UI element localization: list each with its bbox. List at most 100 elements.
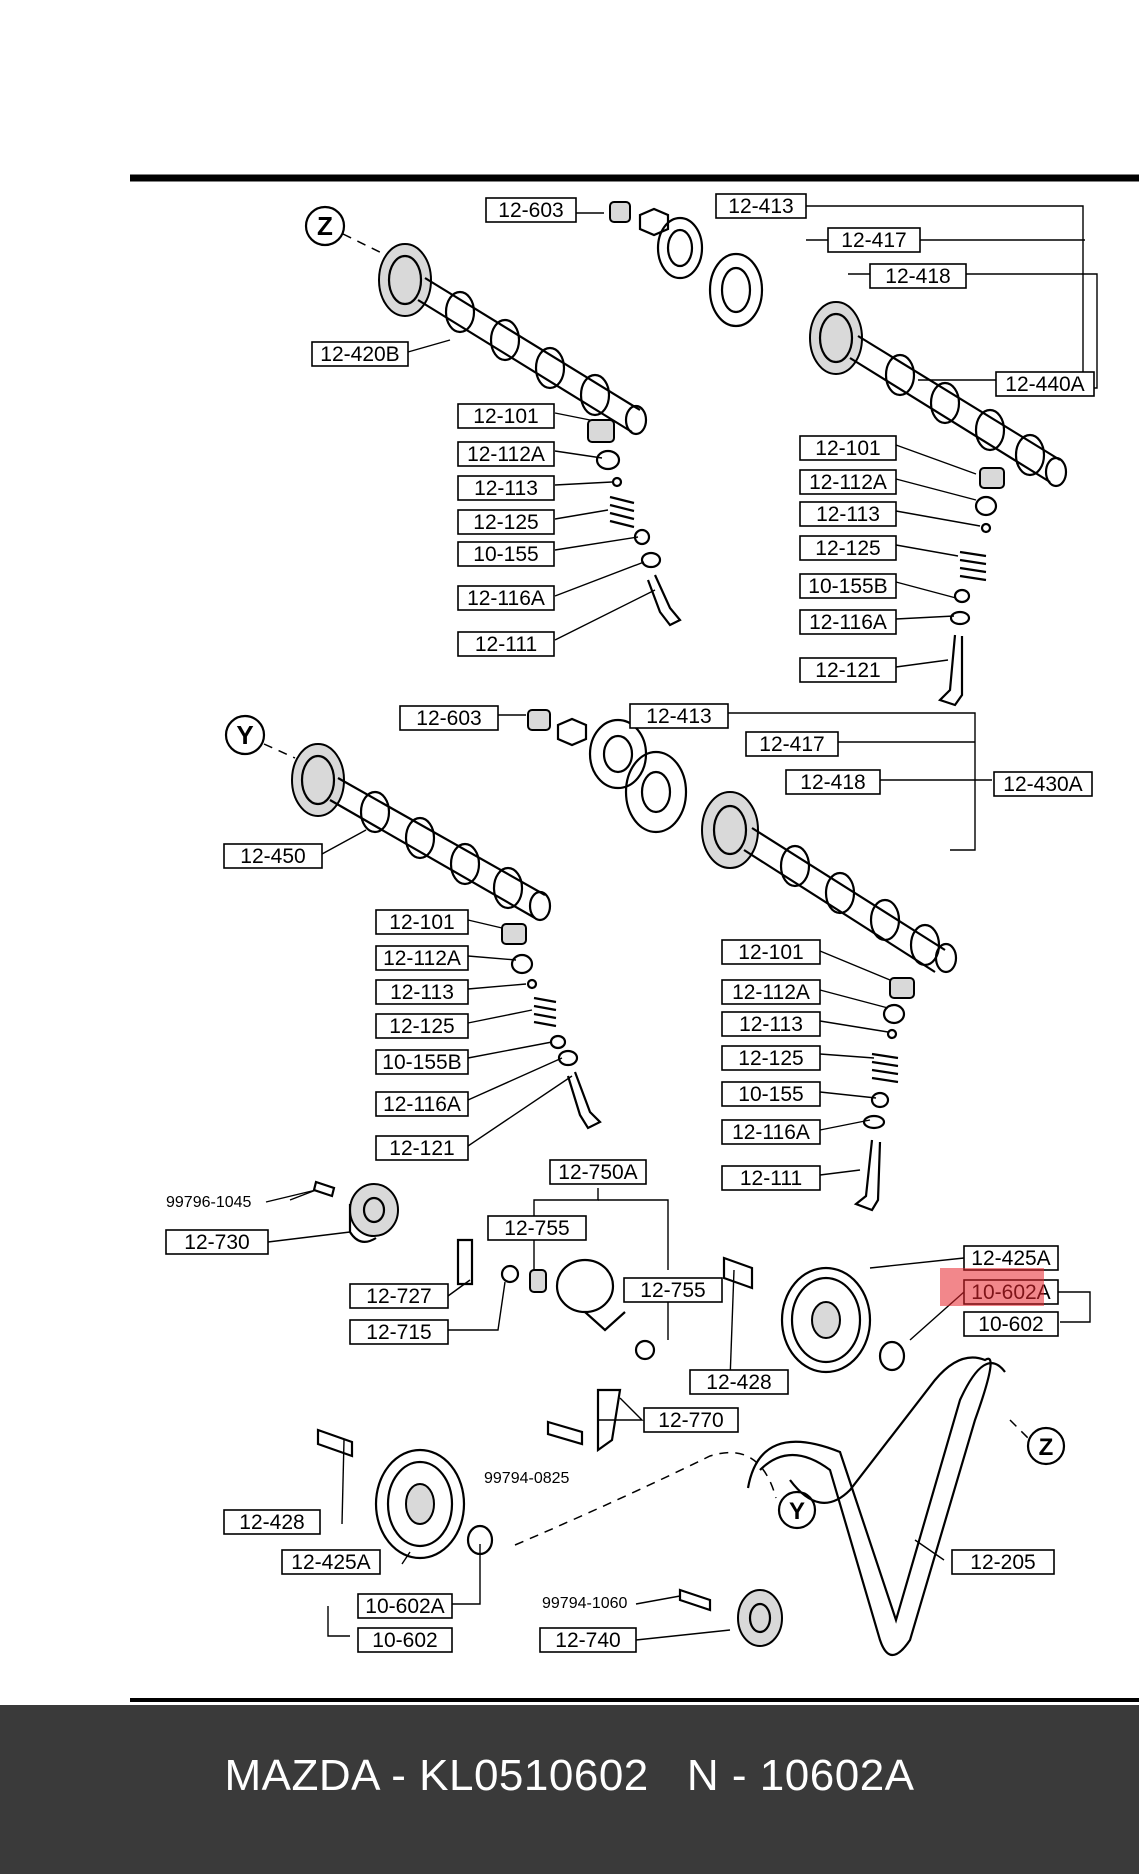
part-label-12-450: 12-450	[223, 843, 323, 869]
part-label-text: 12-125	[389, 1015, 454, 1038]
part-label-12-740: 12-740	[539, 1627, 637, 1653]
part-label-12-125: 12-125	[721, 1045, 821, 1071]
part-label-12-101: 12-101	[721, 939, 821, 965]
part-label-text: 12-425A	[971, 1247, 1050, 1270]
camshaft-middle-right	[527, 709, 958, 974]
part-label-text: 12-417	[841, 229, 906, 252]
part-label-text: 12-113	[739, 1013, 803, 1036]
valve-stack-middle-left	[501, 923, 602, 1130]
part-label-text: 10-602	[372, 1629, 437, 1652]
part-label-text: 12-428	[239, 1511, 304, 1534]
marker-z-upper: Z	[317, 211, 333, 241]
part-label-12-116a: 12-116A	[799, 609, 897, 635]
part-label-12-112a: 12-112A	[375, 945, 469, 971]
part-label-12-125: 12-125	[799, 535, 897, 561]
sprocket-upper	[722, 1256, 906, 1374]
part-label-12-101: 12-101	[457, 403, 555, 429]
part-label-12-121: 12-121	[375, 1135, 469, 1161]
part-label-text: 12-205	[970, 1551, 1035, 1574]
marker-z-belt: Z	[1039, 1434, 1054, 1461]
part-label-12-417: 12-417	[827, 227, 921, 253]
part-label-12-770: 12-770	[643, 1407, 739, 1433]
part-label-12-727: 12-727	[349, 1283, 449, 1309]
footer-bar: MAZDA - KL0510602 N - 10602A	[0, 1705, 1139, 1874]
part-label-12-101: 12-101	[375, 909, 469, 935]
part-label-text: 12-121	[389, 1137, 454, 1160]
part-label-text: 12-112A	[809, 471, 887, 494]
part-label-10-155: 10-155	[721, 1081, 821, 1107]
tensioner-arm-12-770	[546, 1388, 622, 1453]
part-label-text: 12-730	[184, 1231, 249, 1254]
bolt-part-number: 99794-1060	[542, 1595, 628, 1612]
part-label-12-425a: 12-425A	[281, 1549, 381, 1575]
part-label-text: 12-112A	[732, 981, 810, 1004]
part-label-text: 12-603	[498, 199, 563, 222]
part-label-text: 12-425A	[291, 1551, 370, 1574]
part-label-12-420b: 12-420B	[311, 341, 409, 367]
bolt-part-number: 99794-0825	[484, 1470, 570, 1487]
part-label-text: 12-740	[555, 1629, 620, 1652]
part-label-text: 10-155B	[382, 1051, 461, 1074]
part-label-text: 12-111	[475, 633, 537, 656]
part-label-12-430a: 12-430A	[993, 771, 1093, 797]
part-label-12-418: 12-418	[785, 769, 881, 795]
part-label-10-602a: 10-602A	[357, 1593, 453, 1619]
part-label-12-428: 12-428	[223, 1509, 321, 1535]
part-label-12-417: 12-417	[745, 731, 839, 757]
part-label-12-205: 12-205	[951, 1549, 1055, 1575]
part-label-12-125: 12-125	[375, 1013, 469, 1039]
part-label-text: 12-121	[815, 659, 880, 682]
part-label-12-116a: 12-116A	[457, 585, 555, 611]
camshaft-middle-left: Y	[224, 714, 552, 922]
part-label-text: 12-417	[759, 733, 824, 756]
part-label-text: 12-116A	[732, 1121, 810, 1144]
part-label-text: 12-755	[504, 1217, 569, 1240]
part-label-12-603: 12-603	[485, 197, 577, 223]
part-label-12-730: 12-730	[165, 1229, 269, 1255]
part-label-10-155b: 10-155B	[799, 573, 897, 599]
part-label-12-116a: 12-116A	[375, 1091, 469, 1117]
leader-lines	[265, 205, 1098, 1641]
part-label-text: 10-155	[738, 1083, 803, 1106]
part-label-text: 10-155B	[808, 575, 887, 598]
part-label-10-155b: 10-155B	[375, 1049, 469, 1075]
part-label-text: 12-413	[646, 705, 711, 728]
part-label-text: 12-101	[815, 437, 880, 460]
timing-belt-12-205: Y Z	[514, 1356, 1066, 1657]
part-label-text: 10-155	[473, 543, 538, 566]
part-label-text: 12-101	[473, 405, 538, 428]
footer-part-number: MAZDA - KL0510602 N - 10602A	[224, 1750, 915, 1800]
part-label-10-602: 10-602	[963, 1311, 1059, 1337]
part-label-12-418: 12-418	[869, 263, 967, 289]
part-label-text: 12-112A	[467, 443, 545, 466]
bolt-part-number: 99796-1045	[166, 1194, 252, 1211]
part-label-12-755: 12-755	[487, 1215, 587, 1241]
part-label-text: 12-750A	[558, 1161, 637, 1184]
part-label-text: 12-113	[474, 477, 538, 500]
part-label-12-112a: 12-112A	[457, 441, 555, 467]
part-label-12-112a: 12-112A	[721, 979, 821, 1005]
part-label-12-113: 12-113	[799, 501, 897, 527]
part-label-text: 12-116A	[467, 587, 545, 610]
part-label-10-602: 10-602	[357, 1627, 453, 1653]
part-label-text: 12-755	[640, 1279, 705, 1302]
valve-stack-upper-left	[587, 419, 682, 627]
part-label-12-101: 12-101	[799, 435, 897, 461]
part-label-12-111: 12-111	[457, 631, 555, 657]
marker-y-belt: Y	[789, 1498, 805, 1525]
part-label-12-413: 12-413	[715, 193, 807, 219]
part-label-text: 12-770	[658, 1409, 723, 1432]
part-label-text: 12-428	[706, 1371, 771, 1394]
part-label-12-113: 12-113	[457, 475, 555, 501]
valve-stack-middle-right	[853, 977, 915, 1212]
part-label-text: 12-603	[416, 707, 481, 730]
part-label-12-112a: 12-112A	[799, 469, 897, 495]
camshaft-upper-left: Z	[304, 205, 648, 436]
part-label-text: 12-101	[389, 911, 454, 934]
highlight-10-602A	[940, 1268, 1044, 1306]
part-label-text: 12-125	[473, 511, 538, 534]
part-label-10-155: 10-155	[457, 541, 555, 567]
part-label-text: 12-430A	[1003, 773, 1082, 796]
part-label-text: 12-101	[738, 941, 803, 964]
part-label-text: 12-420B	[320, 343, 399, 366]
